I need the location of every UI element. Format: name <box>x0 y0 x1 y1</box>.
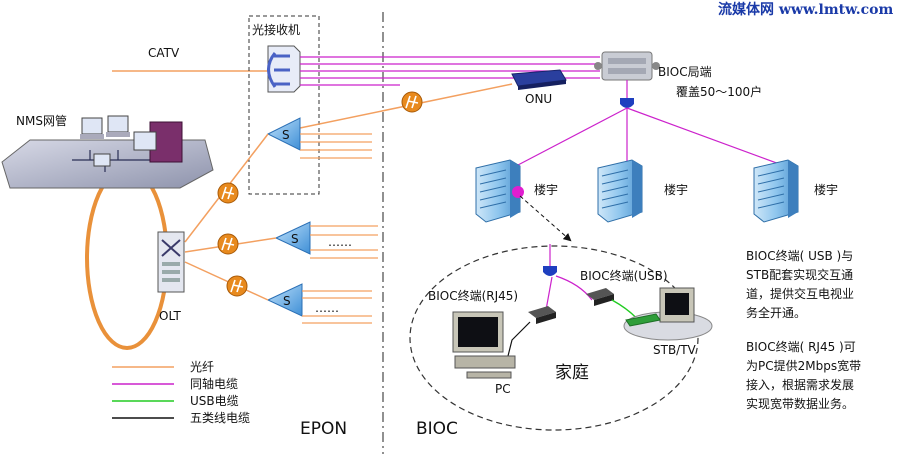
building-icon-2 <box>597 159 643 223</box>
fiber-connector-icon <box>217 233 239 255</box>
dots-middle: …… <box>328 235 352 249</box>
computer-icon <box>80 117 104 139</box>
optical-receiver-label: 光接收机 <box>252 22 300 37</box>
coax-node-icon <box>512 186 524 198</box>
bioc-terminal-usb-icon <box>586 288 614 306</box>
svg-text:为PC提供2Mbps宽带: 为PC提供2Mbps宽带 <box>746 358 861 373</box>
bioc-section-label: BIOC <box>416 419 458 439</box>
svg-text:道，提供交互电视业: 道，提供交互电视业 <box>746 286 854 301</box>
olt-label: OLT <box>159 309 181 323</box>
stb-tv-icon <box>623 287 713 341</box>
coverage-label: 覆盖50～100户 <box>676 84 762 99</box>
optical-receiver-box <box>248 15 320 195</box>
bioc-head-device <box>594 51 660 81</box>
watermark: 流媒体网 www.lmtw.com <box>718 1 893 18</box>
svg-text:S: S <box>291 232 299 246</box>
splitter-top-outputs <box>300 133 372 159</box>
home-splitter-icon <box>543 266 557 276</box>
pc-icon <box>452 311 516 379</box>
cat5-cable <box>507 321 531 357</box>
legend-label-cat5: 五类线电缆 <box>190 411 250 425</box>
nms-platform <box>1 115 214 189</box>
splitter-middle-outputs <box>310 225 378 259</box>
splitter-bottom-outputs <box>302 290 372 324</box>
svg-text:BIOC终端( USB )与: BIOC终端( USB )与 <box>746 248 853 263</box>
svg-text:S: S <box>283 294 291 308</box>
fiber-connector-icon <box>226 275 248 297</box>
stb-label: STB/TV <box>653 343 697 357</box>
epon-section-label: EPON <box>300 419 347 439</box>
splitter-top-icon: S <box>266 117 301 151</box>
svg-text:实现宽带数据业务。: 实现宽带数据业务。 <box>746 396 854 411</box>
fiber-connector-icon <box>217 182 239 204</box>
svg-text:务全开通。: 务全开通。 <box>746 305 806 320</box>
dots-bottom: …… <box>315 301 339 315</box>
coax-building-lines <box>517 107 783 166</box>
zoom-arrow <box>519 195 572 242</box>
svg-text:S: S <box>282 128 290 142</box>
home-boundary <box>409 245 699 431</box>
building-label-1: 楼宇 <box>534 182 558 197</box>
building-label-3: 楼宇 <box>814 182 838 197</box>
server-icon <box>133 121 183 163</box>
onu-label: ONU <box>525 92 552 106</box>
note-usb: BIOC终端( USB )与 STB配套实现交互通 道，提供交互电视业 务全开通… <box>746 248 854 320</box>
note-rj45: BIOC终端( RJ45 )可 为PC提供2Mbps宽带 接入，根据需求发展 实… <box>746 339 861 411</box>
splitter-middle-icon: S <box>274 221 311 255</box>
computer-icon <box>106 115 130 137</box>
building-label-2: 楼宇 <box>664 182 688 197</box>
nms-label: NMS网管 <box>16 113 67 128</box>
onu-device <box>511 69 567 90</box>
splitter-bottom-icon: S <box>266 283 303 317</box>
svg-text:STB配套实现交互通: STB配套实现交互通 <box>746 267 853 282</box>
legend: 光纤 同轴电缆 USB电缆 五类线电缆 <box>112 360 250 425</box>
olt-device <box>157 231 185 293</box>
optical-receiver-icon <box>267 45 301 93</box>
catv-label: CATV <box>148 46 180 60</box>
home-label: 家庭 <box>555 363 589 383</box>
fiber-connector-icon <box>401 91 423 113</box>
svg-text:接入，根据需求发展: 接入，根据需求发展 <box>746 377 854 392</box>
building-icon-3 <box>753 159 799 223</box>
bioc-head-label: BIOC局端 <box>658 65 712 79</box>
pc-label: PC <box>495 382 511 396</box>
bioc-terminal-rj45-icon <box>528 306 556 324</box>
olt-ring <box>85 166 169 350</box>
legend-label-fiber: 光纤 <box>190 360 214 374</box>
computer-icon <box>93 153 111 167</box>
legend-label-usb: USB电缆 <box>190 394 239 408</box>
svg-text:BIOC终端( RJ45 )可: BIOC终端( RJ45 )可 <box>746 339 856 354</box>
term-usb-label: BIOC终端(USB) <box>580 268 668 283</box>
coax-to-usb <box>555 275 593 301</box>
legend-label-coax: 同轴电缆 <box>190 376 238 391</box>
coax-to-rj45 <box>545 276 553 311</box>
term-rj45-label: BIOC终端(RJ45) <box>428 288 518 303</box>
coax-hub-icon <box>620 98 634 108</box>
